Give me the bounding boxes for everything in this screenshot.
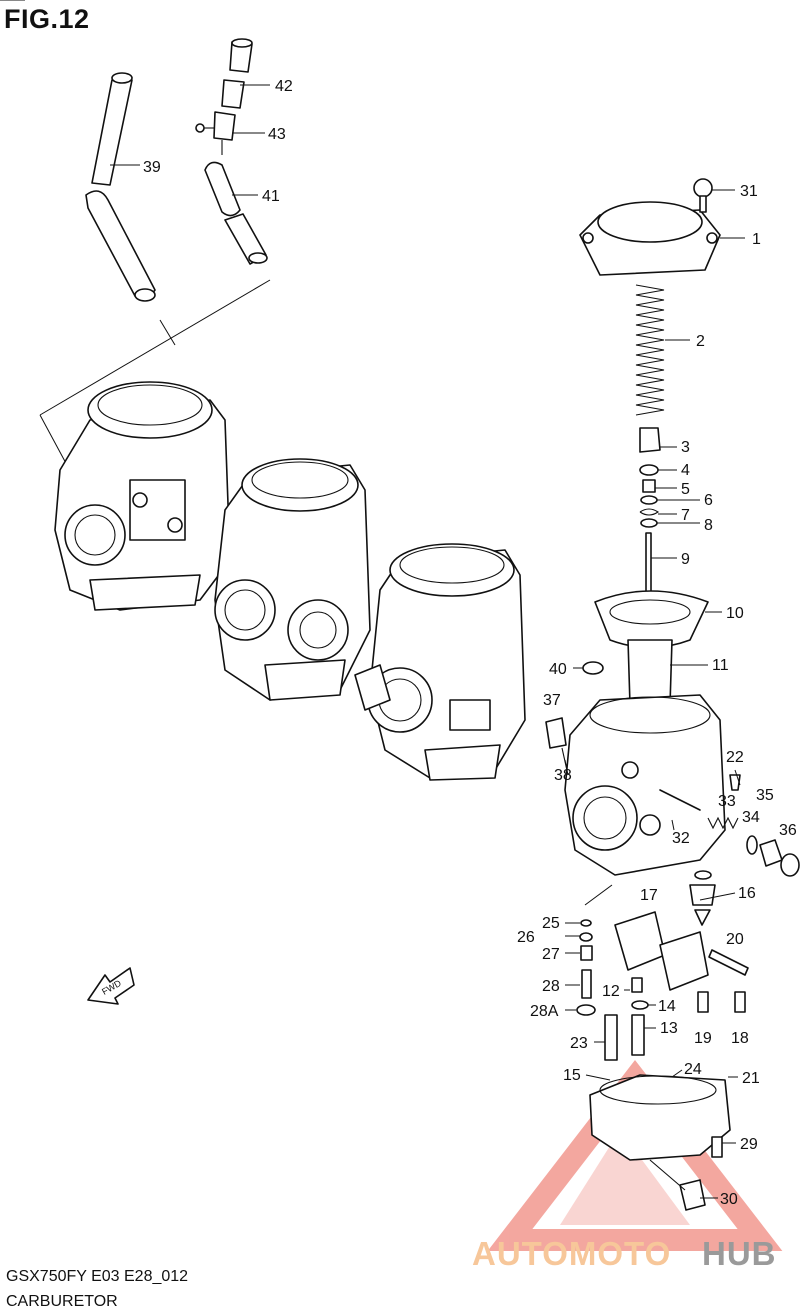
callout-41: 41	[262, 188, 280, 205]
jet-23	[604, 1014, 618, 1061]
callout-36: 36	[779, 822, 797, 839]
callout-34: 34	[742, 809, 760, 826]
callout-6: 6	[704, 492, 713, 509]
callout-28a: 28A	[530, 1003, 559, 1020]
jets-25-28a	[576, 919, 596, 1016]
carburetor-body-b	[214, 458, 371, 701]
callout-labels: 1 2 3 4 5 6 7 8 9 10 11 12 13 14 15 16 1…	[143, 78, 797, 1208]
figure-title: FIG.12	[4, 4, 90, 34]
callout-8: 8	[704, 517, 713, 534]
callout-42: 42	[275, 78, 293, 95]
model-code: GSX750FY E03 E28_012	[6, 1268, 189, 1285]
callout-22: 22	[726, 749, 744, 766]
callout-26: 26	[517, 929, 535, 946]
screws-18-19	[697, 991, 746, 1013]
jet-22	[729, 774, 741, 791]
screw-30	[649, 1159, 706, 1211]
screw-35	[759, 839, 783, 867]
spring-2	[635, 284, 665, 416]
callout-35: 35	[756, 787, 774, 804]
carburetor-body-exploded	[564, 694, 726, 876]
callout-28: 28	[542, 978, 560, 995]
needle-parts-3-8	[639, 427, 661, 604]
callout-13: 13	[660, 1020, 678, 1037]
callout-9: 9	[681, 551, 690, 568]
screw-31	[693, 178, 713, 213]
callout-16: 16	[738, 885, 756, 902]
callout-19: 19	[694, 1030, 712, 1047]
callout-25: 25	[542, 915, 560, 932]
leader-lines	[0, 0, 745, 1199]
float-bowl-21	[589, 1074, 731, 1161]
screw-29	[711, 1136, 723, 1158]
callout-33: 33	[718, 793, 736, 810]
callout-18: 18	[731, 1030, 749, 1047]
callout-11: 11	[712, 657, 729, 674]
callout-30: 30	[720, 1191, 738, 1208]
callout-27: 27	[542, 946, 560, 963]
callout-12: 12	[602, 983, 620, 1000]
callout-3: 3	[681, 439, 690, 456]
watermark-text-part2: HUB	[702, 1235, 777, 1272]
callout-37: 37	[543, 692, 561, 709]
diaphragm-10-piston-11	[594, 590, 709, 706]
top-cap-1	[579, 201, 721, 276]
watermark-text-part1: AUTOMOTO	[472, 1235, 671, 1272]
callout-4: 4	[681, 462, 690, 479]
callout-2: 2	[696, 333, 705, 350]
callout-43: 43	[268, 126, 286, 143]
figure-name: CARBURETOR	[6, 1293, 118, 1310]
callout-38: 38	[554, 767, 572, 784]
callout-39: 39	[143, 159, 161, 176]
fwd-arrow-icon: FWD	[87, 967, 135, 1005]
cap-36	[780, 853, 800, 877]
jets-12-14	[631, 977, 649, 1056]
carburetor-body-c	[354, 543, 526, 781]
callout-14: 14	[658, 998, 676, 1015]
callout-40: 40	[549, 661, 567, 678]
callout-20: 20	[726, 931, 744, 948]
callout-7: 7	[681, 507, 690, 524]
callout-17: 17	[640, 887, 658, 904]
valve-16	[689, 870, 716, 926]
callout-32: 32	[672, 830, 690, 847]
callout-5: 5	[681, 481, 690, 498]
watermark-text: AUTOMOTO HUB	[472, 1235, 777, 1272]
callout-23: 23	[570, 1035, 588, 1052]
spring-33	[707, 816, 739, 830]
hose-39	[85, 72, 156, 302]
lead-bowl	[584, 884, 613, 906]
o-ring-34	[746, 835, 758, 855]
hose-41-43	[195, 38, 268, 265]
callout-21: 21	[742, 1070, 760, 1087]
callout-24: 24	[684, 1061, 702, 1078]
callout-29: 29	[740, 1136, 758, 1153]
callout-15: 15	[563, 1067, 581, 1084]
floats-17	[614, 911, 709, 991]
callout-10: 10	[726, 605, 744, 622]
o-ring-40	[582, 661, 604, 675]
callout-31: 31	[740, 183, 758, 200]
watermark-logo	[487, 1059, 783, 1251]
carburetor-body-a	[54, 381, 231, 611]
pin-20	[708, 949, 749, 976]
callout-1: 1	[752, 231, 761, 248]
